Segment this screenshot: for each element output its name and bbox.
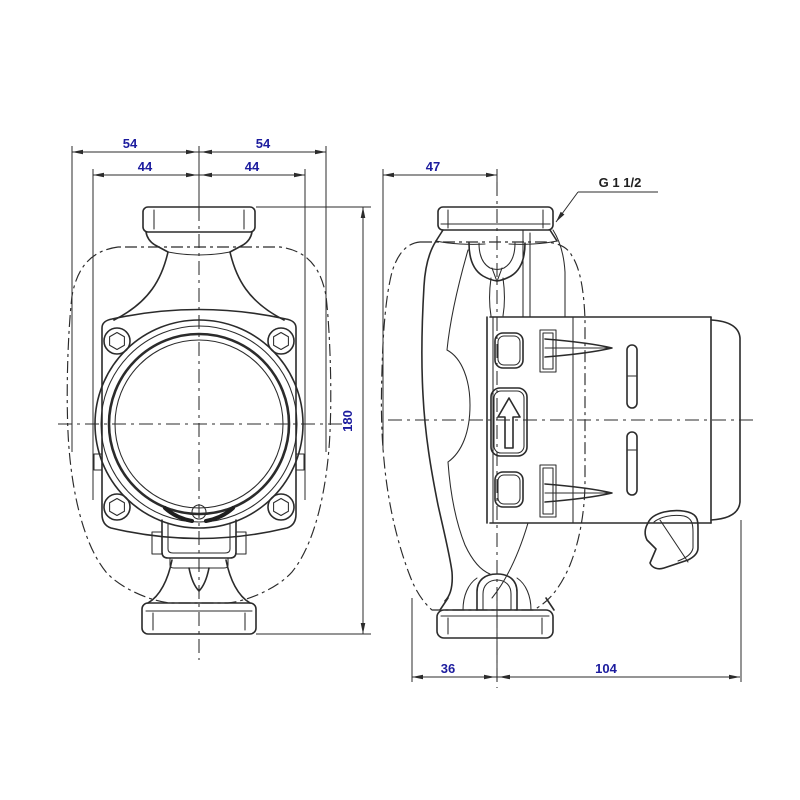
dim-port-axis-offset: 47	[426, 159, 440, 174]
vent-slot-bottom	[626, 431, 638, 496]
dim-top-outer-left: 54	[123, 136, 138, 151]
dimension-annotations: 54 54 44 44 180 47 36 104 G 1 1/2	[71, 136, 742, 682]
control-box-bottom-slot	[494, 471, 524, 508]
side-top-port-nut	[437, 206, 554, 231]
side-phantom-outline	[380, 241, 586, 611]
side-volute-outline	[421, 240, 454, 602]
terminal-plug-clip	[644, 509, 699, 570]
bolt-bottom-right	[267, 493, 295, 521]
flow-arrow-plate	[490, 387, 528, 457]
front-view	[58, 146, 342, 660]
side-bottom-port-nut	[436, 609, 554, 639]
vent-slot-top	[626, 344, 638, 409]
flow-direction-arrow-icon	[497, 397, 521, 449]
bolt-bottom-left	[103, 493, 131, 521]
bolt-top-right	[267, 327, 295, 355]
dim-top-inner-left: 44	[138, 159, 153, 174]
dim-overall-height: 180	[340, 410, 355, 432]
dim-top-outer-right: 54	[256, 136, 271, 151]
bolt-top-left	[103, 327, 131, 355]
dim-foot-left: 36	[441, 661, 455, 676]
connection-thread-label: G 1 1/2	[599, 175, 642, 190]
control-box-top-slot	[494, 332, 524, 369]
side-view	[380, 169, 757, 688]
front-flange-plate	[101, 308, 297, 540]
dim-foot-right: 104	[595, 661, 617, 676]
dim-top-inner-right: 44	[245, 159, 260, 174]
